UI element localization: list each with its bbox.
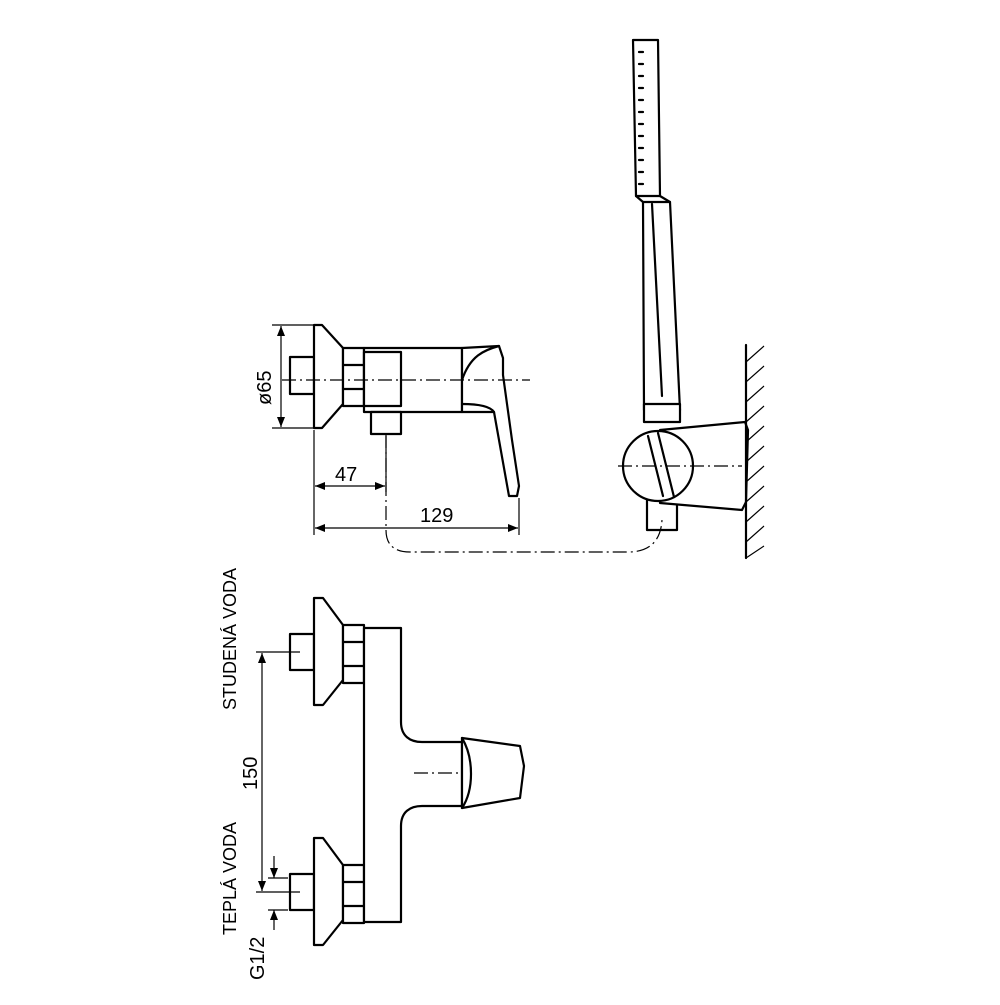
label-hot-water: TEPLÁ VODA <box>220 822 240 935</box>
holder-swivel-ball <box>621 429 695 503</box>
dim-depth-outlet-label: 47 <box>335 464 357 486</box>
side-body-collar <box>362 350 403 408</box>
front-view: 150 STUDENÁ VODA TEPLÁ VODA G1/2 <box>220 568 526 980</box>
dim-inlet-spacing-label: 150 <box>240 757 262 790</box>
hot-escutcheon <box>312 836 345 947</box>
dim-diameter: ø65 <box>254 324 318 429</box>
label-cold-water: STUDENÁ VODA <box>220 568 240 710</box>
wall-hatching <box>745 345 765 559</box>
dim-total-depth-label: 129 <box>420 505 453 527</box>
front-mixer-body <box>362 626 464 924</box>
side-outlet-stub <box>369 410 403 436</box>
front-lever-cap <box>460 736 526 810</box>
side-hex-nut <box>341 346 366 408</box>
label-thread: G1/2 <box>247 937 269 980</box>
shower-hose-connector <box>642 402 682 424</box>
side-lever-handle <box>460 344 521 498</box>
dim-depth-outlet: 47 <box>313 430 387 535</box>
hose-path <box>385 434 663 553</box>
dim-diameter-label: ø65 <box>254 371 276 405</box>
cold-hex-nut <box>341 623 366 685</box>
dim-total-depth: 129 <box>315 498 520 535</box>
dim-inlet-spacing: 150 <box>240 651 300 893</box>
shower-spray-holes <box>637 50 645 186</box>
side-connector-pipe <box>288 355 316 396</box>
hot-hex-nut <box>341 863 366 925</box>
cold-escutcheon <box>312 596 345 707</box>
hand-shower <box>631 38 682 420</box>
side-escutcheon <box>312 323 345 430</box>
side-view: ø65 47 129 <box>254 38 765 560</box>
